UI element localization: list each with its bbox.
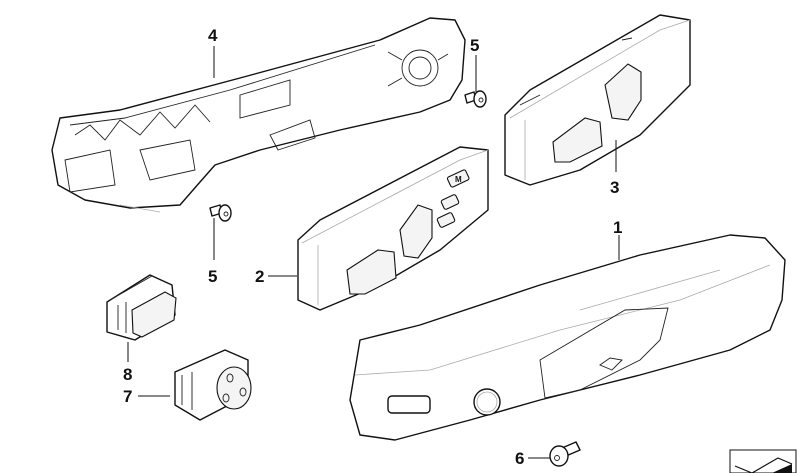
memory-button[interactable] [446,169,470,188]
callout-5-upper: 5 [470,36,479,55]
part-5-screw-upper[interactable] [464,90,487,108]
preset-button-1[interactable] [440,194,460,210]
leader-lines [127,46,620,459]
preset-button-2[interactable] [436,212,456,228]
callout-7: 7 [123,387,132,406]
callout-5-lower: 5 [208,267,217,286]
part-6-screw[interactable] [549,441,581,467]
callout-8: 8 [123,365,132,384]
part-8-heating-switch[interactable] [106,274,177,341]
callout-1: 1 [613,218,622,237]
callouts: 4 5 3 1 2 5 8 7 6 [123,26,622,468]
orientation-arrow-icon [729,449,797,473]
part-7-lumbar-switch[interactable] [174,349,252,421]
callout-2: 2 [255,267,264,286]
callout-3: 3 [610,178,619,197]
memory-button-label: M [455,175,462,184]
part-1-side-trim[interactable] [349,234,786,441]
callout-4: 4 [208,26,218,45]
callout-6: 6 [515,449,524,468]
part-2-seat-switch-memory[interactable]: M [297,146,489,311]
part-5-screw-lower[interactable] [209,204,232,222]
part-4-carrier-bracket[interactable] [51,17,466,213]
part-3-seat-switch[interactable] [504,14,691,186]
